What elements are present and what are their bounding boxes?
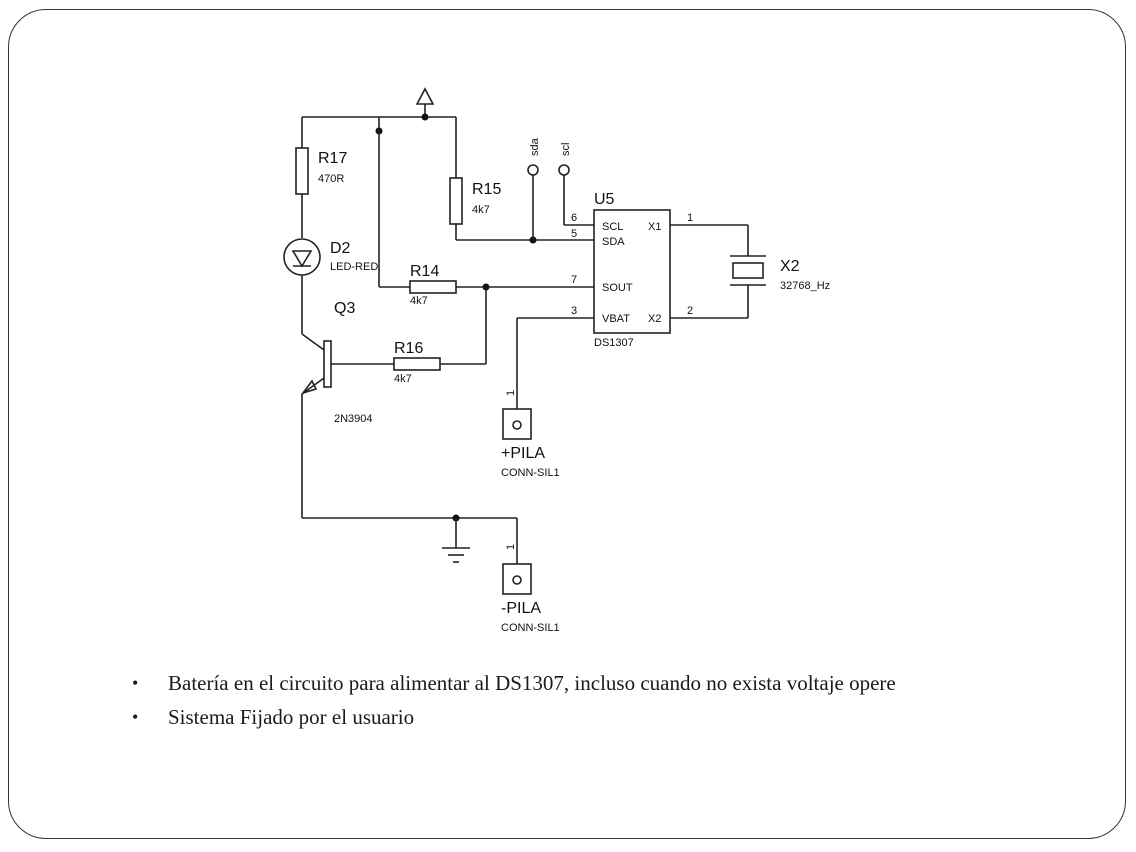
bullet-text: Sistema Fijado por el usuario (168, 705, 415, 729)
bullet-mark: • (132, 673, 139, 693)
x2-crystal (730, 225, 766, 318)
d2-led-diode (283, 238, 321, 276)
junction-dot (421, 113, 429, 121)
u5-pin-x1: X1 (648, 221, 661, 233)
r16-value: 4k7 (394, 373, 412, 385)
bullet-text: Batería en el circuito para alimentar al… (168, 671, 896, 695)
bullet-list: • Batería en el circuito para alimentar … (132, 666, 896, 734)
r16-ref: R16 (394, 340, 423, 357)
bullet-item: • Sistema Fijado por el usuario (132, 700, 896, 734)
u5-ref: U5 (594, 191, 615, 208)
q3-ref: Q3 (334, 300, 355, 317)
u5-pin-number-x2: 2 (687, 305, 693, 317)
minus-pila-pin-number: 1 (505, 544, 517, 550)
vcc-power-symbol (415, 87, 435, 117)
bullet-item: • Batería en el circuito para alimentar … (132, 666, 896, 700)
r15-resistor (449, 177, 463, 225)
r15-value: 4k7 (472, 204, 490, 216)
u5-pin-scl: SCL (602, 221, 623, 233)
r17-resistor (295, 147, 309, 195)
u5-pin-number-sout: 7 (571, 274, 577, 286)
bullet-mark: • (132, 707, 139, 727)
ground-symbol (442, 518, 470, 563)
q3-transistor (300, 333, 332, 395)
u5-pin-number-scl: 6 (571, 212, 577, 224)
minus-pila-value: CONN-SIL1 (501, 622, 560, 634)
minus-pila-ref: -PILA (501, 600, 541, 617)
plus-pila-pin-number: 1 (505, 390, 517, 396)
r14-value: 4k7 (410, 295, 428, 307)
u5-pin-vbat: VBAT (602, 313, 630, 325)
sda-terminal-label: sda (529, 137, 541, 156)
slide-frame (8, 9, 1126, 839)
plus-pila-connector (502, 408, 532, 440)
minus-pila-connector (502, 563, 532, 595)
q3-value: 2N3904 (334, 413, 373, 425)
scl-terminal (558, 164, 594, 226)
u5-pin-sout: SOUT (602, 282, 633, 294)
r14-ref: R14 (410, 263, 439, 280)
u5-pin-number-vbat: 3 (571, 305, 577, 317)
scl-terminal-label: scl (560, 143, 572, 156)
u5-value: DS1307 (594, 337, 634, 349)
d2-ref: D2 (330, 240, 351, 257)
r16-resistor (393, 357, 441, 371)
x2-value: 32768_Hz (780, 280, 830, 292)
plus-pila-value: CONN-SIL1 (501, 467, 560, 479)
u5-ds1307-chip (593, 209, 671, 334)
r17-value: 470R (318, 173, 344, 185)
d2-value: LED-RED (330, 261, 378, 273)
r15-ref: R15 (472, 181, 501, 198)
u5-pin-number-sda: 5 (571, 228, 577, 240)
r17-ref: R17 (318, 150, 347, 167)
u5-pin-number-x1: 1 (687, 212, 693, 224)
x2-ref: X2 (780, 258, 800, 275)
plus-pila-ref: +PILA (501, 445, 545, 462)
r14-resistor (409, 280, 457, 294)
sda-terminal (527, 164, 539, 240)
u5-pin-sda: SDA (602, 236, 625, 248)
u5-pin-x2: X2 (648, 313, 661, 325)
